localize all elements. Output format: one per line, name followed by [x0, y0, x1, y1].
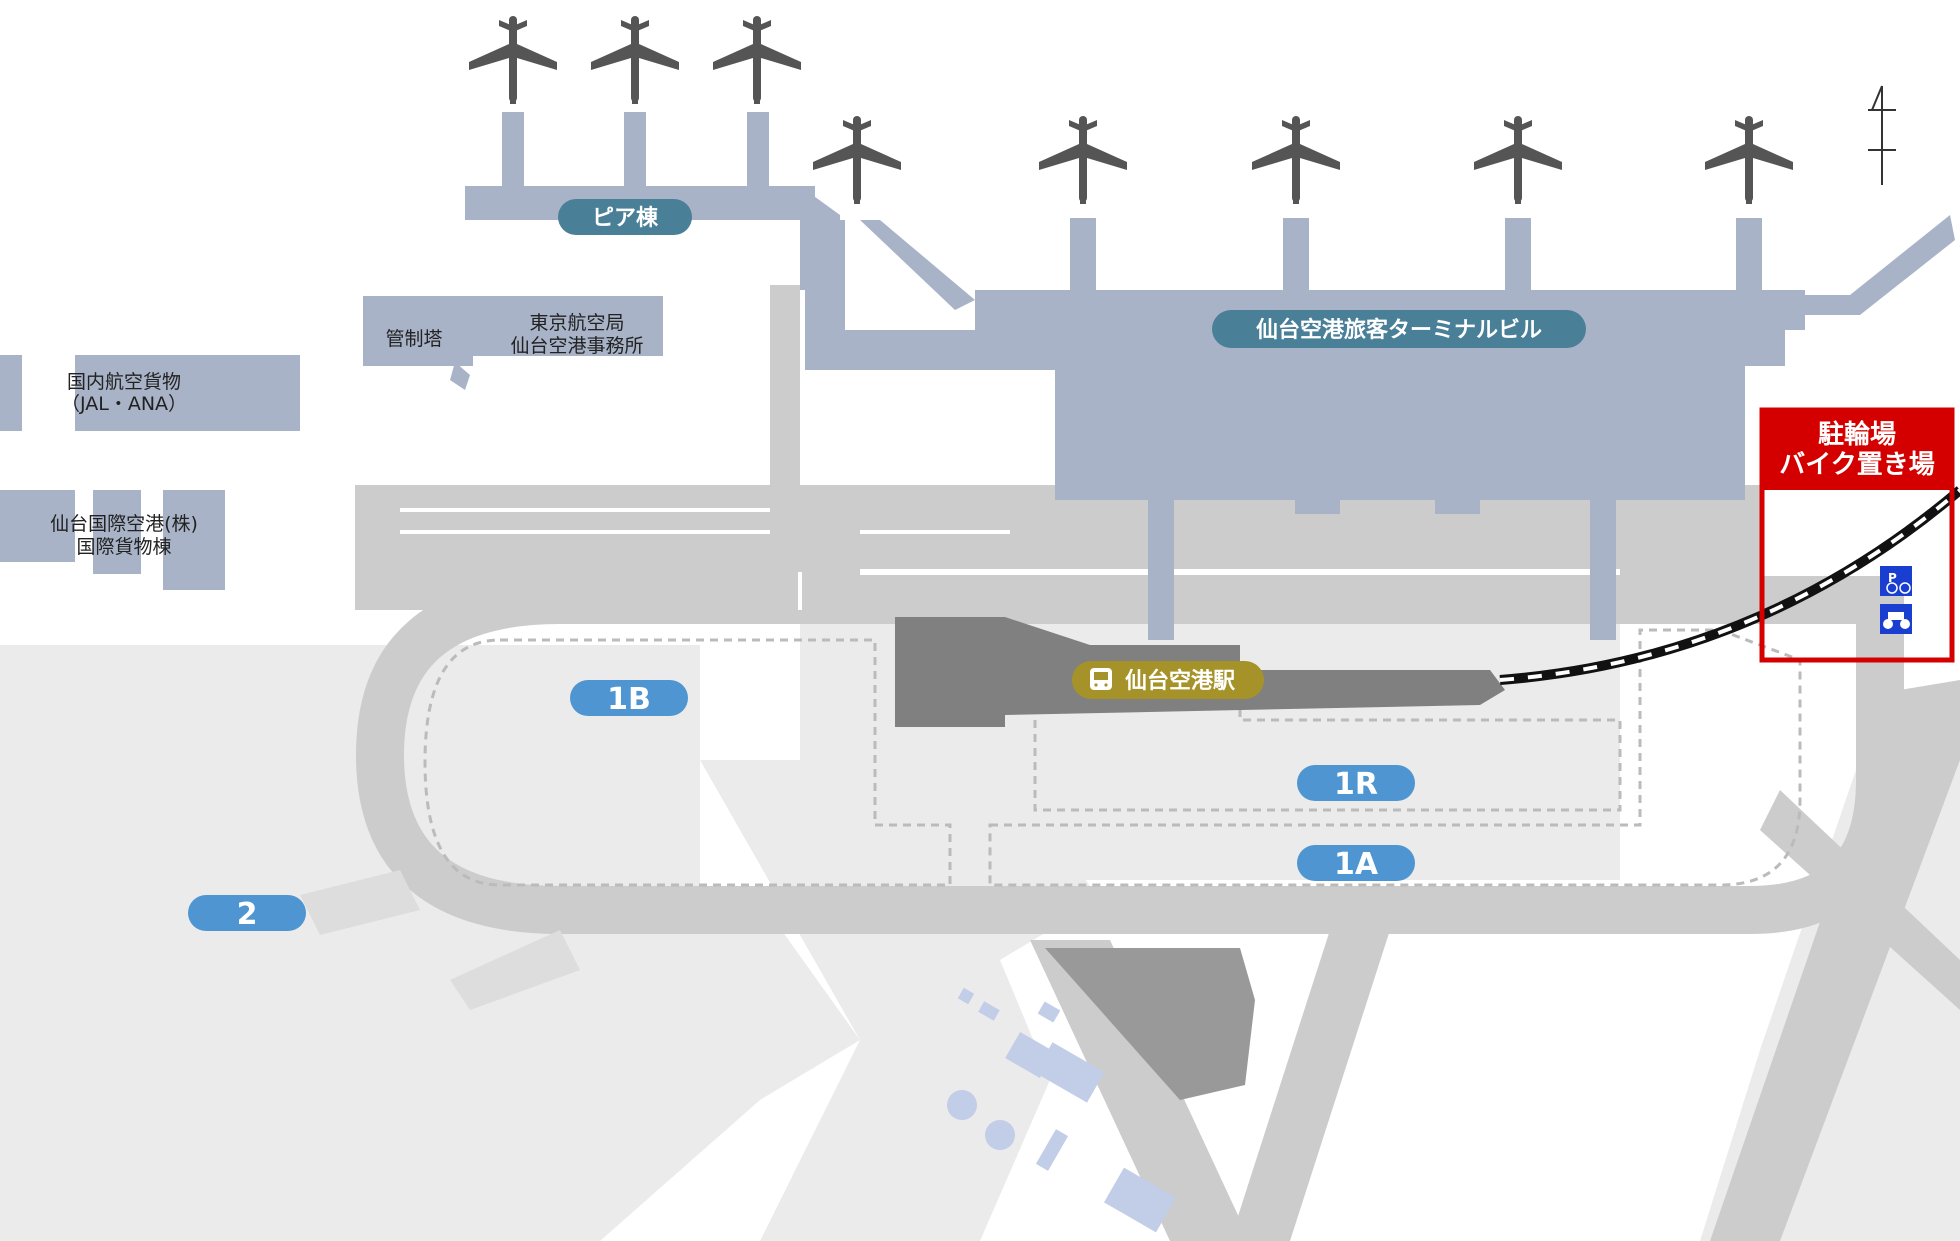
roads: [300, 285, 1960, 1241]
bicycle-parking-highlight[interactable]: 駐輪場 バイク置き場 P: [1759, 407, 1955, 663]
svg-text:仙台空港駅: 仙台空港駅: [1125, 668, 1235, 694]
parking-zone-1a[interactable]: 1A: [1297, 845, 1415, 882]
station-label: 仙台空港駅: [1072, 661, 1264, 699]
svg-text:ピア棟: ピア棟: [592, 205, 659, 231]
parking-zone-1b[interactable]: 1B: [570, 680, 688, 717]
tokyo-office-label-1: 東京航空局: [529, 312, 624, 334]
airplane-icons: [469, 16, 1793, 204]
motorcycle-parking-icon: [1880, 604, 1912, 634]
north-arrow-icon: [1868, 85, 1896, 185]
terminal-label: 仙台空港旅客ターミナルビル: [1212, 310, 1586, 348]
control-tower-label: 管制塔: [385, 328, 442, 350]
svg-text:2: 2: [237, 897, 258, 932]
parking-zone-2[interactable]: 2: [188, 895, 306, 932]
misc-structures: [947, 948, 1255, 1233]
svg-text:1B: 1B: [607, 682, 651, 717]
bicycle-parking-icon: P: [1880, 566, 1912, 596]
svg-text:P: P: [1888, 571, 1897, 585]
control-tower-building: [363, 296, 663, 390]
pier-label: ピア棟: [558, 199, 692, 235]
parking-zone-outlines: [423, 628, 1802, 887]
domestic-cargo-label-2: （JAL・ANA）: [61, 393, 187, 415]
railway-line: [1499, 486, 1960, 685]
parking-zone-1r[interactable]: 1R: [1297, 765, 1415, 802]
svg-text:1R: 1R: [1334, 767, 1378, 802]
intl-cargo-label-2: 国際貨物棟: [76, 536, 171, 558]
svg-text:1A: 1A: [1334, 847, 1379, 882]
train-icon: [1090, 668, 1112, 690]
domestic-cargo-label-1: 国内航空貨物: [67, 371, 181, 393]
highlight-label-1: 駐輪場: [1818, 419, 1896, 450]
cargo-buildings: [0, 355, 300, 590]
tokyo-office-label-2: 仙台空港事務所: [510, 335, 643, 357]
highlight-label-2: バイク置き場: [1779, 450, 1934, 480]
pier-building: [465, 112, 975, 370]
svg-text:仙台空港旅客ターミナルビル: 仙台空港旅客ターミナルビル: [1256, 317, 1542, 343]
intl-cargo-label-1: 仙台国際空港(株): [50, 513, 198, 535]
